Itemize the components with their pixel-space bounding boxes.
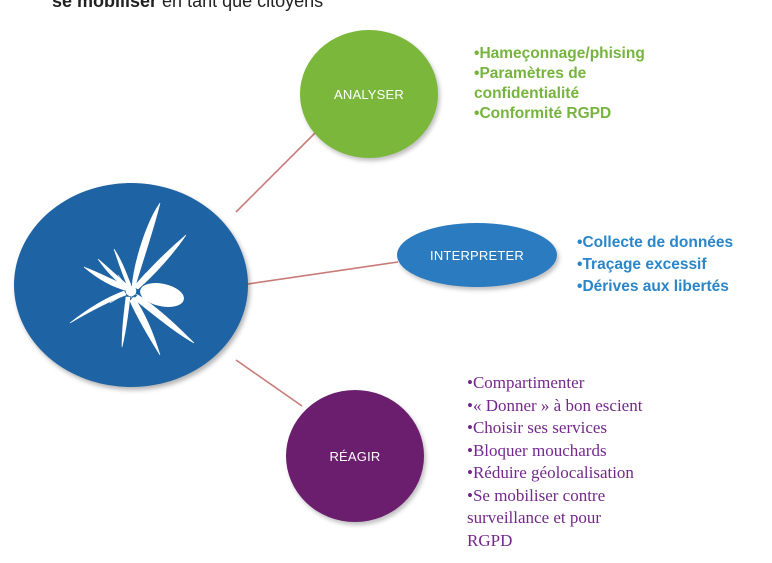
node-interpreter: INTERPRETER <box>397 223 557 287</box>
node-reagir: RÉAGIR <box>286 390 424 522</box>
list-item: Hameçonnage/phising <box>474 44 644 64</box>
list-item: Dérives aux libertés <box>577 276 733 298</box>
list-item: Choisir ses services <box>467 417 642 440</box>
list-item: Conformité RGPD <box>474 104 645 124</box>
list-item: Collecte de données <box>577 232 733 254</box>
connector-interpreter <box>247 261 399 285</box>
header-fragment-bold: se mobiliser <box>52 0 158 11</box>
interpreter-items: Collecte de données Traçage excessif Dér… <box>577 232 733 298</box>
list-item: Compartimenter <box>467 372 642 395</box>
analyser-items: Hameçonnage/phising Paramètres de confid… <box>474 44 645 124</box>
list-item: Se mobiliser contre surveillance et pour… <box>467 485 637 553</box>
header-fragment-rest: en tant que citoyens <box>157 0 324 11</box>
node-analyser: ANALYSER <box>300 30 438 158</box>
node-interpreter-label: INTERPRETER <box>430 247 524 263</box>
header-fragment: se mobiliser en tant que citoyens <box>52 0 323 12</box>
list-item: Réduire géolocalisation <box>467 462 642 485</box>
reagir-items: Compartimenter « Donner » à bon escient … <box>467 372 642 552</box>
node-reagir-label: RÉAGIR <box>329 448 381 464</box>
connector-reagir <box>235 359 303 407</box>
node-analyser-label: ANALYSER <box>334 86 404 102</box>
list-item: « Donner » à bon escient <box>467 395 642 418</box>
connector-analyser <box>235 131 317 213</box>
list-item: Traçage excessif <box>577 254 733 276</box>
list-item: Bloquer mouchards <box>467 440 642 463</box>
list-item: Paramètres de confidentialité <box>474 64 634 104</box>
spark-burst-logo-icon <box>69 202 195 356</box>
hub-circle <box>14 183 248 387</box>
